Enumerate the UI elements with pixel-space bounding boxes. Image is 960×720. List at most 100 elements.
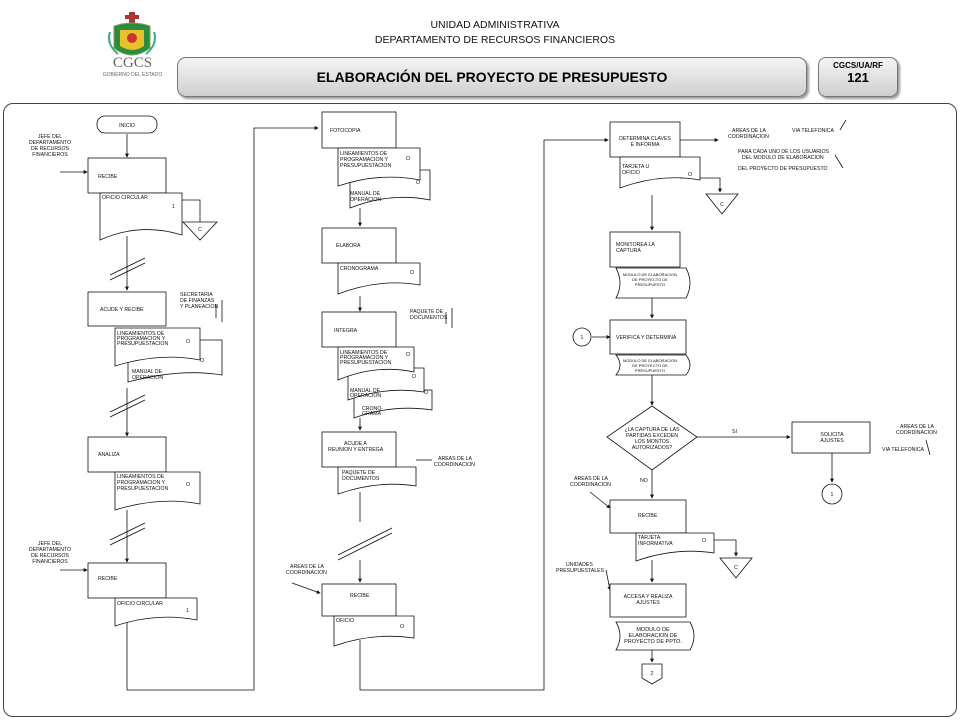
unit-label: UNIDAD ADMINISTRATIVA [430, 19, 560, 31]
storage-modulo-2: MODULO DE ELABORACION DE PROYECTO DE PRE… [615, 354, 691, 376]
svg-text:ANALIZA: ANALIZA [98, 452, 120, 458]
svg-text:OFICIO: OFICIO [622, 170, 640, 176]
decision-montos: ¿LA CAPTURA DE LAS PARTIDAS EXCEDEN LOS … [606, 405, 698, 471]
process-monitorea: MONITOREA LA CAPTURA [609, 231, 681, 268]
process-acude-reunion: ACUDE A REUNION Y ENTREGA [321, 431, 397, 468]
svg-text:PROGRAMACION Y: PROGRAMACION Y [117, 480, 166, 486]
svg-text:O: O [400, 624, 404, 630]
svg-text:DE RECURSOS: DE RECURSOS [31, 146, 70, 152]
svg-text:CRONOGRAMA: CRONOGRAMA [340, 266, 379, 272]
connector-1-out: 1 [821, 483, 843, 505]
note-areas-coord-2: AREAS DE LA COORDINACION [286, 564, 327, 576]
svg-text:MANUAL DE: MANUAL DE [350, 191, 381, 197]
svg-text:JEFE DEL: JEFE DEL [38, 541, 62, 547]
svg-text:FOTOCOPIA: FOTOCOPIA [330, 128, 361, 134]
svg-text:AREAS DE LA: AREAS DE LA [438, 456, 473, 462]
document-lineamientos-1: LINEAMIENTOS DE PROGRAMACION Y PRESUPUES… [114, 327, 223, 383]
process-elabora: ELABORA [321, 227, 397, 264]
connector-1-in: 1 [572, 327, 592, 347]
svg-text:O: O [410, 270, 414, 276]
storage-modulo-1: MODULO DE ELABORACION DE PROYECTO DE PRE… [615, 267, 691, 299]
department-label: DEPARTAMENTO DE RECURSOS FINANCIEROS [374, 34, 616, 46]
svg-text:Y PLANEACION: Y PLANEACION [180, 304, 219, 310]
svg-text:COORDINACION: COORDINACION [570, 482, 611, 488]
svg-text:MANUAL DE: MANUAL DE [350, 388, 381, 394]
svg-text:OPERACION: OPERACION [350, 197, 381, 203]
svg-text:FINANCIEROS: FINANCIEROS [32, 559, 68, 565]
svg-text:COORDINACION: COORDINACION [434, 462, 475, 468]
svg-text:DEL MODULO DE ELABORACION: DEL MODULO DE ELABORACION [742, 155, 824, 161]
svg-text:O: O [406, 156, 410, 162]
svg-text:O: O [702, 538, 706, 544]
diagram-frame [3, 103, 957, 717]
svg-text:CRONO-: CRONO- [362, 406, 383, 412]
svg-text:OPERACION: OPERACION [350, 393, 381, 399]
svg-text:PARTIDAS EXCEDEN: PARTIDAS EXCEDEN [626, 433, 678, 439]
svg-text:2: 2 [651, 671, 654, 677]
svg-text:UNIDADES: UNIDADES [566, 562, 593, 568]
svg-text:TARJETA: TARJETA [638, 535, 661, 541]
svg-text:TARJETA U: TARJETA U [622, 164, 649, 170]
svg-text:RECIBE: RECIBE [638, 513, 658, 519]
logo-wordmark: CGCS GOBIERNO DEL ESTADO [102, 55, 163, 78]
svg-text:PRESUPUESTACION: PRESUPUESTACION [340, 360, 391, 366]
svg-text:MODULO DE ELABORACION: MODULO DE ELABORACION [623, 358, 677, 363]
svg-text:VIA TELEFONICA: VIA TELEFONICA [792, 128, 835, 134]
label-si: SI [732, 429, 737, 435]
svg-text:C: C [720, 202, 724, 208]
svg-text:O: O [406, 352, 410, 358]
svg-text:PROGRAMACION Y: PROGRAMACION Y [340, 157, 389, 163]
svg-text:1: 1 [186, 608, 189, 614]
svg-text:PRESUPUESTO: PRESUPUESTO [635, 368, 665, 373]
process-recibe-2: RECIBE [87, 562, 167, 599]
svg-text:DE FINANZAS: DE FINANZAS [180, 298, 215, 304]
note-areas-col3-top: AREAS DE LA COORDINACION VIA TELEFONICA [728, 128, 835, 140]
svg-text:O: O [412, 374, 416, 380]
label-no: NO [640, 478, 648, 484]
process-recibe-col2: RECIBE [321, 583, 397, 617]
process-verifica: VERIFICA Y DETERMINA [609, 319, 687, 355]
process-recibe-col3: RECIBE [609, 499, 687, 534]
svg-text:RECIBE: RECIBE [350, 593, 370, 599]
svg-text:SOLICITA: SOLICITA [820, 432, 844, 438]
svg-text:INFORMATIVA: INFORMATIVA [638, 541, 673, 547]
svg-text:PRESUPUESTACION: PRESUPUESTACION [117, 341, 168, 347]
svg-text:C: C [734, 565, 738, 571]
svg-text:C: C [198, 227, 202, 233]
archive-c-col3-2: C [719, 557, 753, 579]
svg-text:1: 1 [581, 335, 584, 341]
svg-text:SECRETARIA: SECRETARIA [180, 292, 213, 298]
svg-text:DOCUMENTOS: DOCUMENTOS [410, 315, 448, 321]
svg-text:DE PROYECTO DE: DE PROYECTO DE [632, 363, 668, 368]
svg-text:MODULO DE ELABORACION: MODULO DE ELABORACION [623, 272, 677, 277]
storage-modulo-big: MODULO DE ELABORACION DE PROYECTO DE PPT… [615, 621, 695, 651]
process-recibe-1: RECIBE [87, 157, 167, 194]
actor-label-2: JEFE DEL DEPARTAMENTO DE RECURSOS FINANC… [29, 541, 71, 565]
svg-text:LINEAMIENTOS DE: LINEAMIENTOS DE [117, 474, 165, 480]
svg-text:DOCUMENTOS: DOCUMENTOS [342, 476, 380, 482]
svg-text:AREAS DE LA: AREAS DE LA [732, 128, 767, 134]
svg-text:ELABORACION DE: ELABORACION DE [629, 633, 678, 639]
reference-badge: CGCS/UA/RF 121 [818, 57, 898, 97]
document-paquete: PAQUETE DE DOCUMENTOS [337, 466, 417, 495]
note-unidades: UNIDADES PRESUPUESTALES [556, 562, 605, 574]
svg-text:ACCESA Y REALIZA: ACCESA Y REALIZA [624, 594, 673, 600]
svg-text:RECIBE: RECIBE [98, 174, 118, 180]
actor-label-1: JEFE DEL DEPARTAMENTO DE RECURSOS FINANC… [29, 134, 71, 158]
document-tarjeta: TARJETA U OFICIO O [619, 156, 701, 189]
svg-text:PAQUETE DE: PAQUETE DE [342, 470, 376, 476]
coat-of-arms-icon [108, 12, 156, 56]
svg-text:O: O [688, 172, 692, 178]
svg-text:PROYECTO DE PPTO.: PROYECTO DE PPTO. [624, 639, 682, 645]
svg-text:¿LA CAPTURA DE LAS: ¿LA CAPTURA DE LAS [624, 427, 680, 433]
document-cronograma: CRONOGRAMA O [337, 262, 421, 295]
svg-text:LINEAMIENTOS DE: LINEAMIENTOS DE [340, 151, 388, 157]
start-terminator: INICIO [96, 115, 158, 134]
note-areas-coord-1: AREAS DE LA COORDINACION [434, 456, 475, 468]
svg-text:E INFORMA: E INFORMA [631, 142, 660, 148]
document-oficio-circular-2: OFICIO CIRCULAR 1 [114, 597, 198, 627]
svg-text:O: O [186, 482, 190, 488]
svg-text:COORDINACION: COORDINACION [896, 430, 937, 436]
process-accesa: ACCESA Y REALIZA AJUSTES [609, 583, 687, 618]
svg-text:VERIFICA Y DETERMINA: VERIFICA Y DETERMINA [616, 335, 677, 341]
